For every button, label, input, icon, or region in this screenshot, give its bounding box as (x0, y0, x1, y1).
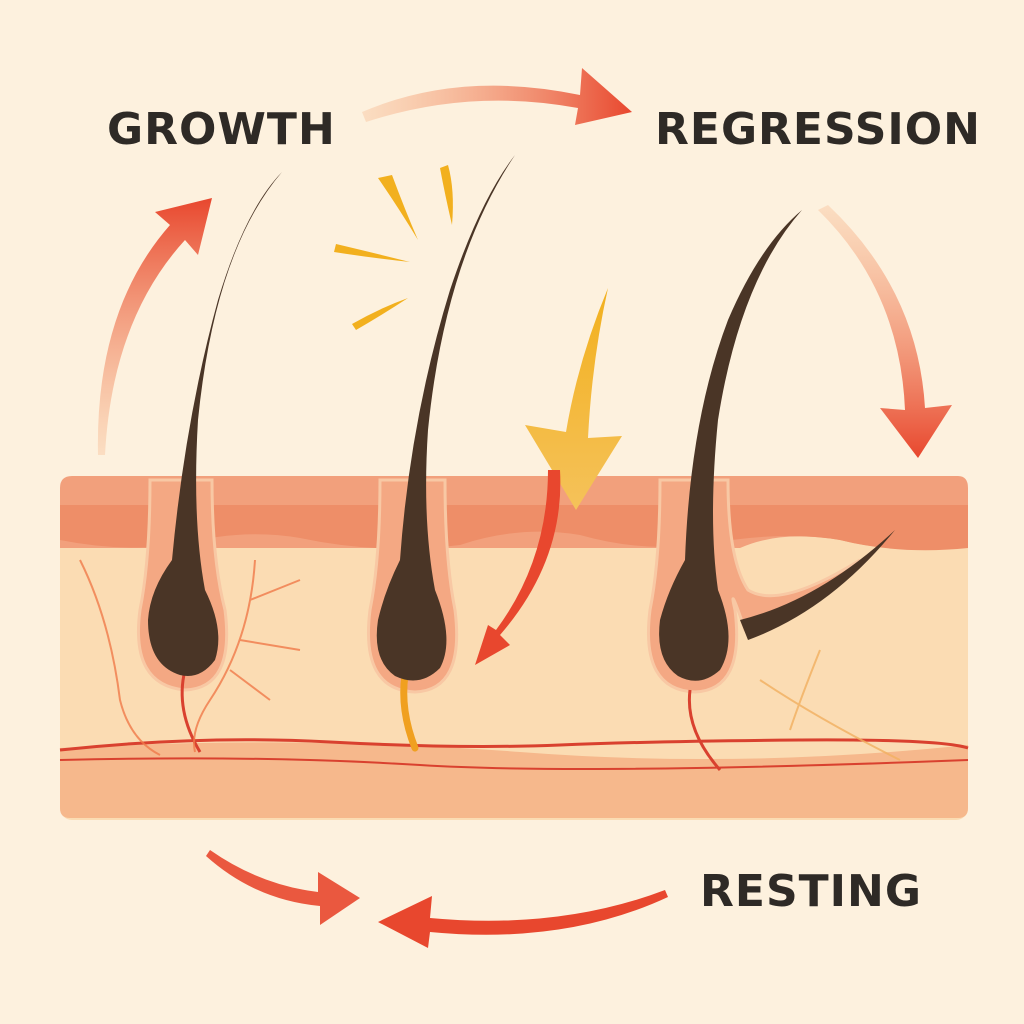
label-growth: GROWTH (107, 104, 336, 155)
label-resting: RESTING (700, 866, 922, 917)
arrow-resting-to-growth-icon (97, 198, 212, 455)
skin-cross-section (59, 476, 969, 820)
spark-icon (334, 165, 453, 330)
cycle-arrows (97, 68, 952, 948)
arrow-regression-to-resting-icon (818, 205, 952, 458)
hair-growth (148, 172, 282, 676)
yellow-arrow-icon (525, 288, 622, 510)
hair-resting (659, 210, 802, 681)
arrow-resting-right-icon (206, 850, 360, 925)
arrow-into-follicle-icon (475, 470, 561, 665)
arrow-growth-to-regression-icon (362, 68, 632, 125)
label-regression: REGRESSION (655, 104, 981, 155)
hair-regression (376, 155, 515, 681)
hair-shafts (148, 155, 895, 681)
